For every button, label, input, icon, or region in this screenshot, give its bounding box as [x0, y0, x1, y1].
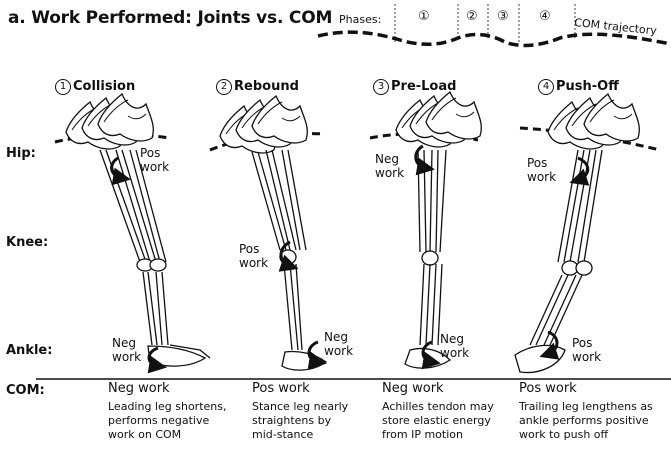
leg-pushoff — [515, 94, 639, 373]
work-label-text: Pos work — [140, 146, 169, 174]
work-label-text: Neg work — [112, 336, 141, 364]
rebound-com-work: Pos work — [252, 381, 310, 396]
preload-com-work: Neg work — [382, 381, 444, 396]
collision-ankle-label: Neg work — [112, 336, 141, 364]
pushoff-hip-label: Pos work — [527, 156, 556, 184]
leg-preload — [396, 92, 481, 368]
pushoff-description: Trailing leg lengthens as ankle performs… — [519, 400, 653, 442]
work-label-text: Pos work — [572, 336, 601, 364]
work-label-text: Neg work — [440, 332, 469, 360]
collision-hip-label: Pos work — [140, 146, 169, 174]
rebound-description: Stance leg nearly straightens by mid-sta… — [252, 400, 348, 442]
rebound-knee-label: Pos work — [239, 242, 268, 270]
work-label-text: Neg work — [324, 330, 353, 358]
preload-ankle-label: Neg work — [440, 332, 469, 360]
collision-com-work: Neg work — [108, 381, 170, 396]
rebound-ankle-label: Neg work — [324, 330, 353, 358]
work-label-text: Pos work — [527, 156, 556, 184]
work-label-text: Neg work — [375, 152, 404, 180]
com-trajectory-curve — [318, 4, 671, 45]
collision-description: Leading leg shortens, performs negative … — [108, 400, 226, 442]
pushoff-com-work: Pos work — [519, 381, 577, 396]
preload-hip-label: Neg work — [375, 152, 404, 180]
work-label-text: Pos work — [239, 242, 268, 270]
pushoff-ankle-label: Pos work — [572, 336, 601, 364]
leg-collision — [66, 94, 210, 366]
preload-description: Achilles tendon may store elastic energy… — [382, 400, 494, 442]
leg-rebound — [220, 96, 326, 370]
